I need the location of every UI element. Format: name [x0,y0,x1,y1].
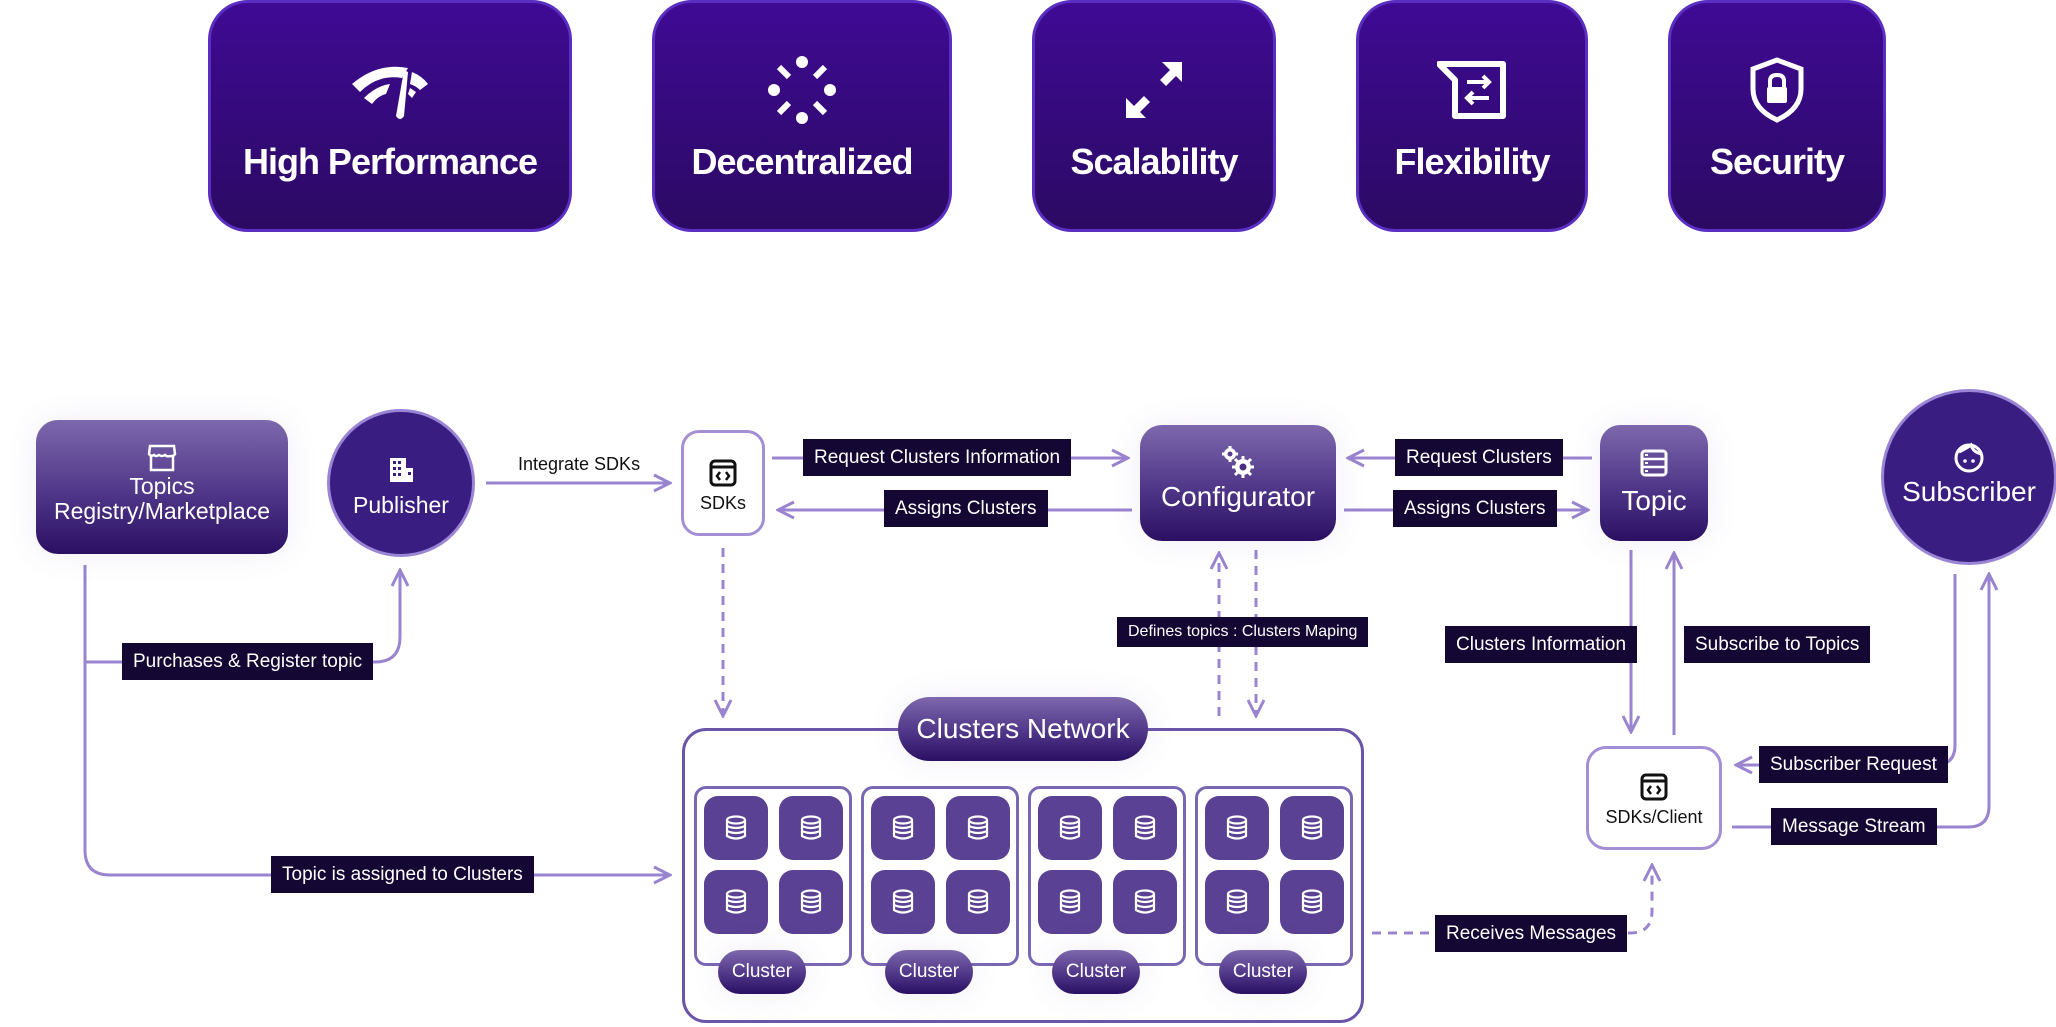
speedometer-icon [211,55,569,125]
cluster-node[interactable] [1205,796,1269,860]
feature-label: High Performance [242,141,538,182]
cluster-label: Cluster [1219,950,1307,994]
cluster-node[interactable] [1205,870,1269,934]
cluster-label: Cluster [885,950,973,994]
database-icon [1301,815,1323,840]
node-sdks[interactable]: SDKs [681,430,765,536]
cluster-node[interactable] [1038,870,1102,934]
cluster-node[interactable] [704,870,768,934]
edge-label-defines-mapping: Defines topics : Clusters Maping [1117,617,1369,647]
node-publisher[interactable]: Publisher [327,409,475,557]
feature-high-performance: High Performance [208,0,572,232]
database-icon [967,889,989,914]
gears-icon [1140,445,1336,481]
edge-label-topic-assigned: Topic is assigned to Clusters [271,856,534,893]
edge-label-clusters-information: Clusters Information [1445,626,1638,663]
node-label: Subscriber [1902,476,2036,507]
edge-label-request-clusters-information: Request Clusters Information [803,439,1072,476]
cluster-node[interactable] [871,870,935,934]
shield-lock-icon [1671,55,1883,125]
database-icon [1134,815,1156,840]
node-label-line1: Topics [129,473,195,499]
feature-scalability: Scalability [1032,0,1276,232]
edge-message-stream [1732,574,1989,829]
cluster-node[interactable] [946,796,1010,860]
cluster-label: Cluster [718,950,806,994]
expand-arrows-icon [1035,55,1273,125]
node-label-line2: Registry/Marketplace [53,498,271,524]
cluster-label: Cluster [1052,950,1140,994]
cluster-node[interactable] [1280,796,1344,860]
cluster-node[interactable] [1113,796,1177,860]
database-icon [1134,889,1156,914]
face-icon [1884,442,2054,476]
cluster-node[interactable] [779,796,843,860]
feature-decentralized: Decentralized [652,0,952,232]
building-icon [330,456,472,486]
edge-label-integrate-sdks: Integrate SDKs [518,454,641,474]
node-topics-registry[interactable]: Topics Registry/Marketplace [36,420,288,554]
code-window-icon [1589,773,1719,803]
node-configurator[interactable]: Configurator [1140,425,1336,541]
edge-subscriber-request [1736,574,1957,765]
database-icon [1059,889,1081,914]
feature-flexibility: Flexibility [1356,0,1588,232]
database-icon [800,815,822,840]
node-sdk-client[interactable]: SDKs/Client [1586,746,1722,850]
edge-receives-messages [1372,865,1652,935]
cluster-node[interactable] [1038,796,1102,860]
clusters-network-label: Clusters Network [916,713,1130,744]
database-icon [800,889,822,914]
feature-label: Decentralized [691,141,913,182]
feature-label: Flexibility [1394,141,1550,182]
database-icon [1301,889,1323,914]
edge-purchases-register [85,570,400,664]
node-label: Topic [1621,485,1687,516]
edge-label-receives-messages: Receives Messages [1435,915,1628,952]
edge-label-purchases-register: Purchases & Register topic [122,643,374,680]
database-icon [892,815,914,840]
edge-registry-trunk [83,565,670,875]
cluster-node[interactable] [704,796,768,860]
swap-arrows-icon [1359,55,1585,125]
database-icon [967,815,989,840]
decentralized-nodes-icon [655,55,949,125]
database-icon [1059,815,1081,840]
edge-label-request-clusters: Request Clusters [1395,439,1563,476]
node-subscriber[interactable]: Subscriber [1881,389,2056,565]
node-label: SDKs [699,493,746,513]
feature-security: Security [1668,0,1886,232]
code-window-icon [684,459,762,489]
cluster-node[interactable] [1280,870,1344,934]
database-icon [1226,815,1248,840]
edge-label-assigns-clusters-topic: Assigns Clusters [1393,490,1557,527]
database-icon [1226,889,1248,914]
feature-label: Scalability [1070,141,1238,182]
storefront-icon [36,444,288,474]
cluster-node[interactable] [871,796,935,860]
cluster-node[interactable] [779,870,843,934]
edge-label-subscribe-to-topics: Subscribe to Topics [1684,626,1871,663]
edge-label-assigns-clusters-sdks: Assigns Clusters [884,490,1048,527]
clusters-network-title: Clusters Network [898,697,1148,761]
cluster-node[interactable] [1113,870,1177,934]
cluster-node[interactable] [946,870,1010,934]
database-icon [892,889,914,914]
node-label: Configurator [1160,481,1316,512]
node-label: SDKs/Client [1605,807,1703,827]
database-icon [725,889,747,914]
edge-label-message-stream: Message Stream [1771,808,1937,845]
server-list-icon [1600,449,1708,479]
database-icon [725,815,747,840]
edge-label-subscriber-request: Subscriber Request [1759,746,1948,783]
node-label: Publisher [353,492,449,518]
node-topic[interactable]: Topic [1600,425,1708,541]
feature-label: Security [1709,141,1845,182]
